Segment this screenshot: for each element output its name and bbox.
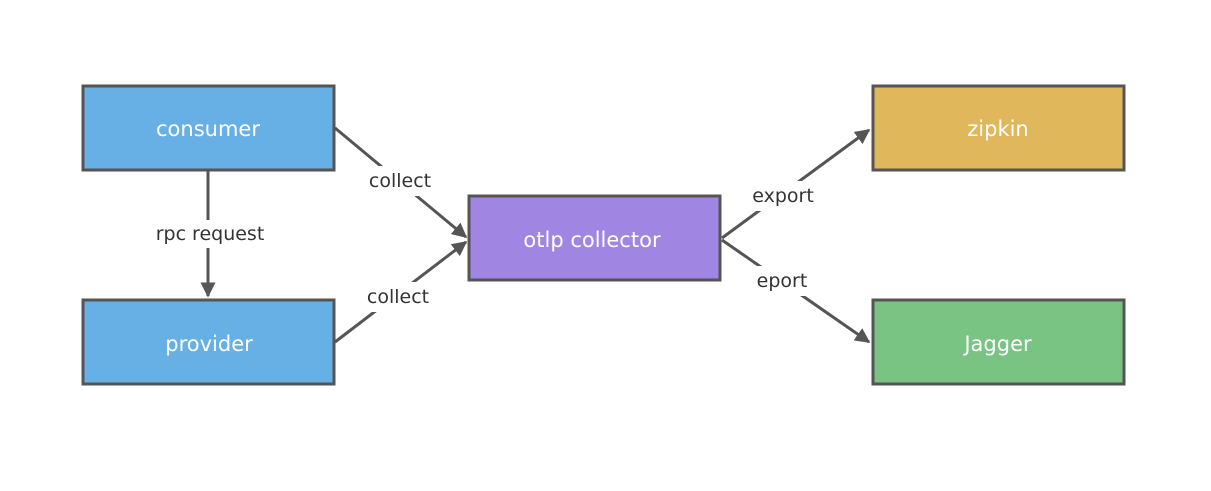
node-label-zipkin: zipkin xyxy=(967,117,1029,141)
edge-label-collect-consumer: collect xyxy=(369,170,431,192)
node-label-consumer: consumer xyxy=(156,117,260,141)
edge-consumer-collector: collect xyxy=(334,126,468,239)
node-label-jagger: Jagger xyxy=(962,332,1032,356)
edge-label-eport: eport xyxy=(757,270,808,292)
node-label-provider: provider xyxy=(165,332,253,356)
edge-label-rpc-request: rpc request xyxy=(156,223,265,245)
edge-label-export: export xyxy=(752,185,814,207)
node-label-otlp-collector: otlp collector xyxy=(523,228,661,252)
edge-provider-collector: collect xyxy=(334,240,468,344)
edge-consumer-provider: rpc request xyxy=(150,170,268,298)
edge-collector-jagger: eport xyxy=(721,238,871,344)
edge-label-collect-provider: collect xyxy=(367,286,429,308)
edge-collector-zipkin: export xyxy=(721,128,871,240)
node-consumer: consumer xyxy=(81,84,336,172)
node-jagger: Jagger xyxy=(871,298,1126,386)
node-otlp-collector: otlp collector xyxy=(467,194,722,282)
node-zipkin: zipkin xyxy=(871,84,1126,172)
node-provider: provider xyxy=(81,298,336,386)
